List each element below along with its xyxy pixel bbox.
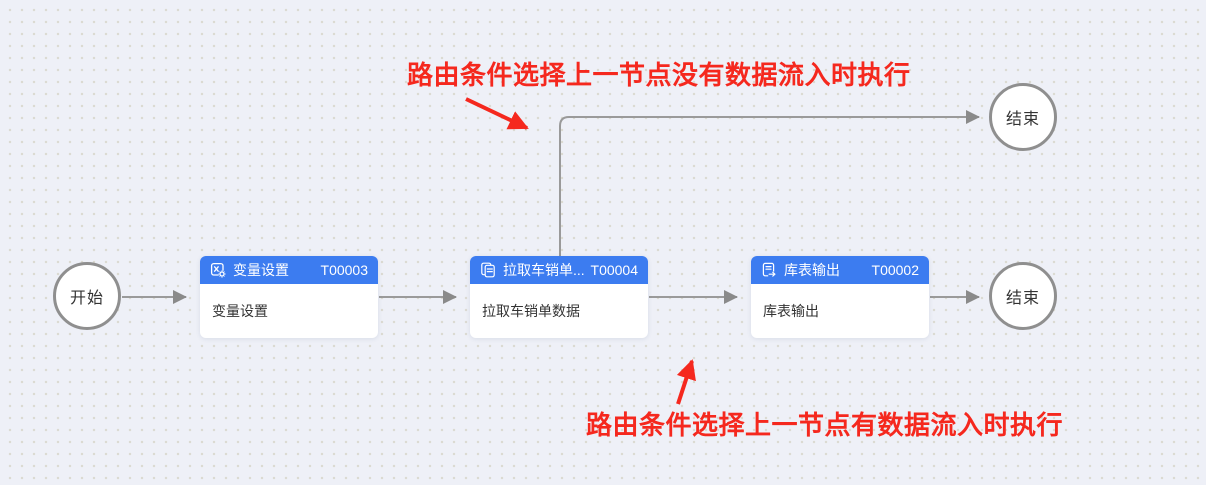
node-pull-sales-data[interactable]: 拉取车销单... T00004 拉取车销单数据 xyxy=(470,256,648,338)
start-node-label: 开始 xyxy=(69,290,104,307)
node-variable-settings[interactable]: 变量设置 T00003 变量设置 xyxy=(200,256,378,338)
end-node-top[interactable]: 结束 xyxy=(989,83,1057,151)
table-output-icon xyxy=(761,262,777,278)
node-body-label: 拉取车销单数据 xyxy=(482,303,580,319)
variable-settings-icon xyxy=(210,262,226,278)
node-table-output[interactable]: 库表输出 T00002 库表输出 xyxy=(751,256,929,338)
end-node-label: 结束 xyxy=(1005,290,1040,307)
node-body-label: 库表输出 xyxy=(763,303,819,319)
annotation-arrow-bottom xyxy=(676,359,696,405)
node-code: T00003 xyxy=(320,262,368,278)
node-code: T00002 xyxy=(871,262,919,278)
node-title: 拉取车销单... xyxy=(503,262,585,278)
start-node[interactable]: 开始 xyxy=(53,262,121,330)
node-code: T00004 xyxy=(590,262,638,278)
connector-node2-to-end-top xyxy=(559,110,980,257)
node-header: 库表输出 T00002 xyxy=(751,256,929,284)
node-title: 库表输出 xyxy=(784,262,840,278)
annotation-no-data-route: 路由条件选择上一节点没有数据流入时执行 xyxy=(407,60,911,90)
end-node-bottom[interactable]: 结束 xyxy=(989,262,1057,330)
end-node-label: 结束 xyxy=(1005,111,1040,128)
node-body-label: 变量设置 xyxy=(212,303,268,319)
annotation-arrow-top xyxy=(465,97,529,130)
copy-document-icon xyxy=(480,262,496,278)
annotation-has-data-route: 路由条件选择上一节点有数据流入时执行 xyxy=(586,410,1064,440)
node-title: 变量设置 xyxy=(233,262,289,278)
node-header: 拉取车销单... T00004 xyxy=(470,256,648,284)
node-header: 变量设置 T00003 xyxy=(200,256,378,284)
